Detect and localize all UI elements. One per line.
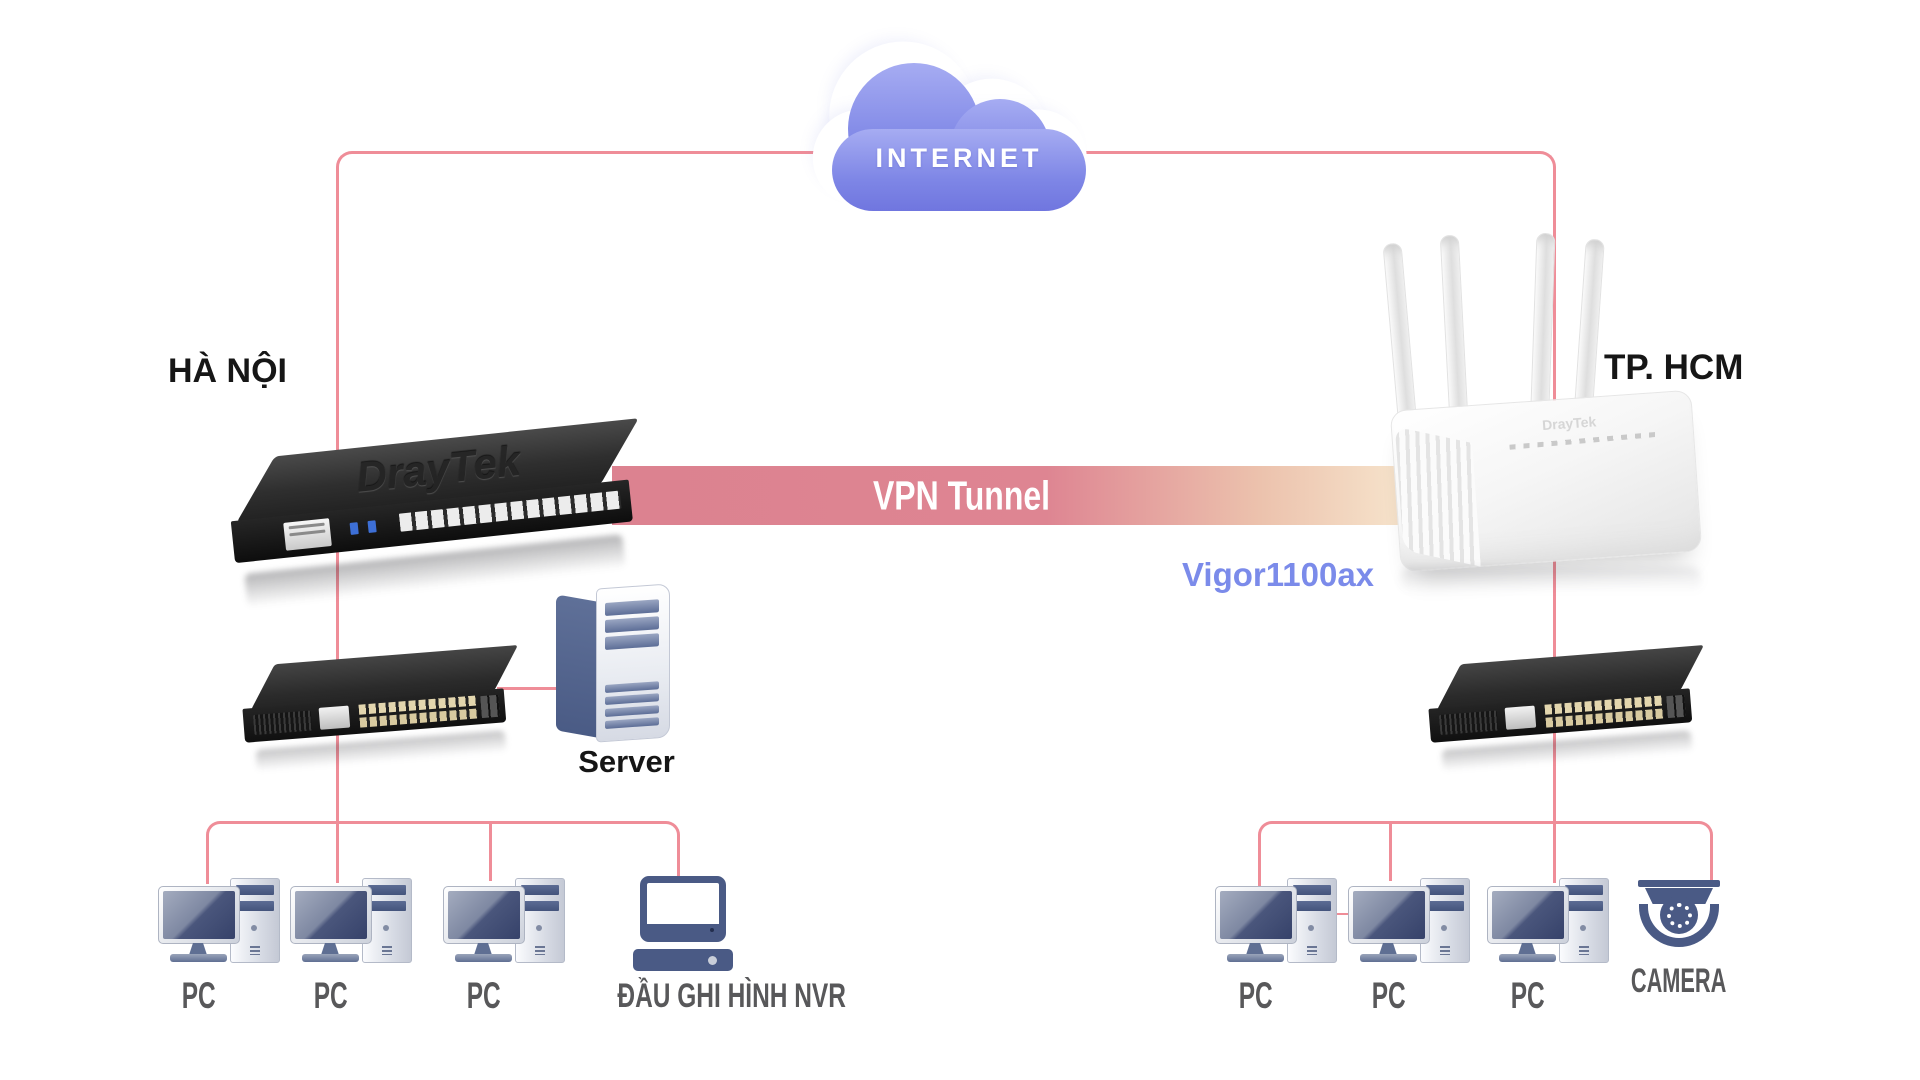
camera-bracket [1638, 880, 1720, 887]
server-label: Server [578, 744, 675, 779]
pc-monitor [1348, 886, 1430, 944]
lan-drop-right-pc2 [1389, 821, 1392, 881]
pc-monitor [158, 886, 240, 944]
server-icon [556, 583, 671, 746]
pc-monitor [1215, 886, 1297, 944]
draytek-logo: DrayTek [1541, 413, 1597, 434]
lan-drop-left-pc3 [489, 821, 492, 881]
pc-icon: PC [290, 878, 415, 1016]
vpn-tunnel-band: VPN Tunnel [612, 466, 1402, 525]
switch-icon-right [1424, 645, 1709, 772]
switch-server-link [497, 687, 557, 690]
server-front [596, 583, 670, 743]
camera-dome [1639, 896, 1719, 947]
pc-monitor [443, 886, 525, 944]
pc-monitor [1487, 886, 1569, 944]
router-leds [1509, 431, 1660, 450]
router-ribs [1394, 426, 1481, 567]
router-model-label: Vigor1100ax [1182, 556, 1375, 593]
pc-label: PC [467, 975, 501, 1016]
site-label-hcm: TP. HCM [1604, 348, 1744, 387]
pc-icon: PC [1487, 878, 1612, 1016]
lan-bus-right [1258, 821, 1713, 886]
camera-lens [1660, 896, 1698, 934]
nvr-icon: ĐẦU GHI HÌNH NVR [617, 876, 846, 1015]
nvr-recorder [633, 949, 733, 971]
switch-uplink-ports [1666, 694, 1686, 719]
switch-uplink-ports [480, 694, 500, 719]
server-side [556, 594, 598, 738]
vpn-tunnel-label: VPN Tunnel [873, 472, 1051, 518]
pc-label: PC [314, 975, 348, 1016]
router-name-tag [283, 518, 332, 551]
usb-port [367, 520, 377, 534]
draytek-router-icon: DrayTek [225, 418, 645, 608]
internet-cloud-icon: INTERNET [818, 47, 1112, 225]
pc-icon: PC [443, 878, 568, 1016]
vigor1100ax-router-icon: DrayTek [1382, 195, 1715, 605]
nvr-monitor [640, 876, 726, 942]
pc-icon: PC [1215, 878, 1340, 1016]
internet-label: INTERNET [875, 143, 1043, 173]
pc-label: PC [1511, 975, 1545, 1016]
camera-label: CAMERA [1631, 962, 1727, 1000]
pc-monitor [290, 886, 372, 944]
pc-icon: PC [158, 878, 283, 1016]
pc-label: PC [1372, 975, 1406, 1016]
router-body: DrayTek [1389, 389, 1703, 573]
lan-bus-left [206, 821, 680, 884]
pc-label: PC [1239, 975, 1273, 1016]
pc-pc-link [1324, 913, 1354, 915]
site-label-hanoi: HÀ NỘI [168, 352, 287, 390]
cloud-body [822, 55, 1112, 225]
router-reflection [1401, 567, 1701, 593]
usb-port [349, 522, 359, 535]
nvr-label: ĐẦU GHI HÌNH NVR [617, 977, 846, 1015]
camera-icon: CAMERA [1631, 880, 1727, 1000]
pc-label: PC [182, 975, 216, 1016]
pc-icon: PC [1348, 878, 1473, 1016]
switch-icon-left [238, 645, 523, 772]
